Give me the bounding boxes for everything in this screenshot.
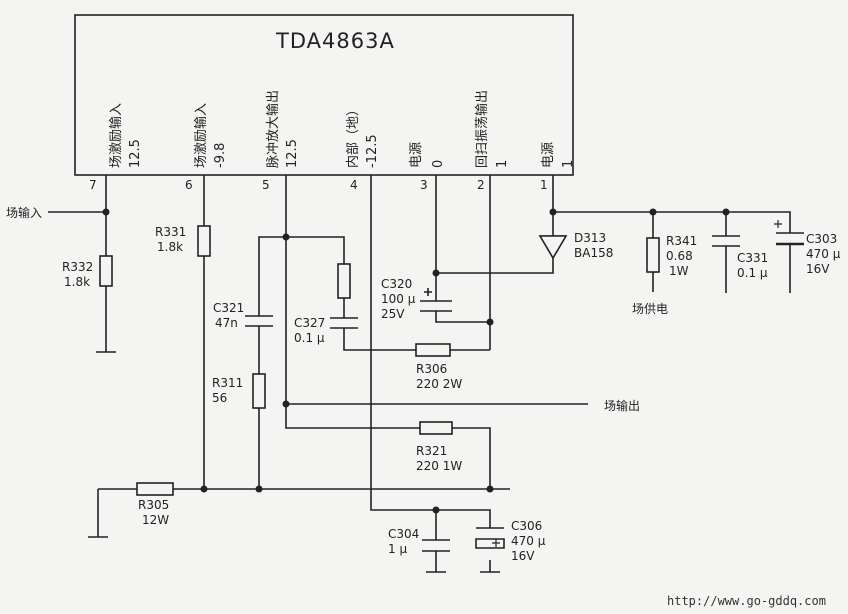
c320-value-cap: 100 μ <box>381 292 416 306</box>
wire-c304 <box>426 510 446 573</box>
d313-ref: D313 <box>574 231 606 245</box>
wire-gnd-left <box>88 489 108 538</box>
capacitor-c320 <box>420 288 452 312</box>
resistor-c327-series <box>337 263 351 299</box>
capacitor-c304 <box>422 539 450 552</box>
capacitor-c303 <box>774 220 804 246</box>
pin-6-label: 场激励输入 -9.8 <box>193 103 228 168</box>
pin-number-3: 3 <box>420 178 428 192</box>
pin-6-volt: -9.8 <box>213 143 228 168</box>
pin-3-func: 电源 <box>409 142 424 168</box>
resistor-r321 <box>419 421 453 435</box>
resistor-r331 <box>197 225 211 257</box>
c303-value-cap: 470 μ <box>806 247 841 261</box>
r321-ref: R321 <box>416 444 447 458</box>
c331-value: 0.1 μ <box>737 266 768 280</box>
resistor-r341 <box>646 237 660 273</box>
pin-number-6: 6 <box>185 178 193 192</box>
pin-5-func: 脉冲放大输出 <box>265 90 281 168</box>
r341-ref: R341 <box>666 234 697 248</box>
pin-3-volt: 0 <box>431 160 446 168</box>
supply-label: 场供电 <box>632 302 668 316</box>
pin-7-func: 场激励输入 <box>108 103 124 168</box>
resistor-r306 <box>415 343 451 357</box>
capacitor-c327 <box>330 317 358 329</box>
wire-pin5 <box>285 175 491 489</box>
wire-pin3 <box>435 175 490 323</box>
c304-value: 1 μ <box>388 542 407 556</box>
diode-d313 <box>538 235 568 260</box>
r305-value: 12W <box>142 513 169 527</box>
pin-number-1: 1 <box>540 178 548 192</box>
wire-pin4 <box>370 175 500 573</box>
pin-number-4: 4 <box>350 178 358 192</box>
output-label: 场输出 <box>604 398 640 413</box>
wire-supply-rail <box>553 211 791 293</box>
ic-name: TDA4863A <box>275 29 395 53</box>
capacitor-c306 <box>475 527 505 549</box>
c321-value: 47n <box>215 316 238 330</box>
c327-value: 0.1 μ <box>294 331 325 345</box>
resistor-r311 <box>252 373 266 409</box>
pin-2-volt: 1 <box>495 160 510 168</box>
c306-value-cap: 470 μ <box>511 534 546 548</box>
pin-4-func: 内部（地） <box>345 103 361 168</box>
junctions <box>102 208 730 514</box>
pin-2-func: 回扫振荡输出 <box>474 90 490 168</box>
pin-5-volt: 12.5 <box>285 139 300 168</box>
pin-7-volt: 12.5 <box>128 139 143 168</box>
c331-ref: C331 <box>737 251 768 265</box>
r311-ref: R311 <box>212 376 243 390</box>
pin-number-5: 5 <box>262 178 270 192</box>
c306-ref: C306 <box>511 519 542 533</box>
capacitor-c331 <box>712 235 740 247</box>
pin-4-volt: -12.5 <box>365 134 380 168</box>
pin-number-7: 7 <box>89 178 97 192</box>
resistor-r332 <box>99 255 113 287</box>
c306-value-volt: 16V <box>511 549 535 563</box>
c321-ref: C321 <box>213 301 244 315</box>
c303-value-volt: 16V <box>806 262 830 276</box>
source-url[interactable]: http://www.go-gddq.com <box>667 594 826 608</box>
c303-ref: C303 <box>806 232 837 246</box>
pin-number-2: 2 <box>477 178 485 192</box>
r306-ref: R306 <box>416 362 447 376</box>
r306-value: 220 2W <box>416 377 462 391</box>
r331-ref: R331 <box>155 225 186 239</box>
r321-value: 220 1W <box>416 459 462 473</box>
r341-value-ohm: 0.68 <box>666 249 693 263</box>
pin-1-func: 电源 <box>541 142 556 168</box>
wire-c321-r311 <box>258 236 286 489</box>
r332-value: 1.8k <box>64 275 90 289</box>
pin-6-func: 场激励输入 <box>193 103 209 168</box>
c304-ref: C304 <box>388 527 419 541</box>
pin-7-label: 场激励输入 12.5 <box>108 103 143 168</box>
wires <box>48 175 791 573</box>
c320-ref: C320 <box>381 277 412 291</box>
r332-ref: R332 <box>62 260 93 274</box>
c327-ref: C327 <box>294 316 325 330</box>
pin-3-label: 电源 0 <box>409 142 446 168</box>
pin-4-label: 内部（地） -12.5 <box>345 103 380 168</box>
c320-value-volt: 25V <box>381 307 405 321</box>
r331-value: 1.8k <box>157 240 183 254</box>
ic-body <box>74 14 574 176</box>
pin-1-label: 电源 1 <box>541 142 576 168</box>
wire-c327-r306 <box>286 236 490 351</box>
r311-value: 56 <box>212 391 227 405</box>
pin-1-volt: 1 <box>561 160 576 168</box>
wire-d313-anode <box>436 260 554 274</box>
r305-ref: R305 <box>138 498 169 512</box>
resistor-r305 <box>136 482 174 496</box>
capacitor-c321 <box>245 315 273 327</box>
input-label: 场输入 <box>6 205 42 220</box>
pin-5-label: 脉冲放大输出 12.5 <box>265 90 300 168</box>
r341-value-watt: 1W <box>669 264 689 278</box>
pin-2-label: 回扫振荡输出 1 <box>474 90 510 168</box>
d313-value: BA158 <box>574 246 613 260</box>
